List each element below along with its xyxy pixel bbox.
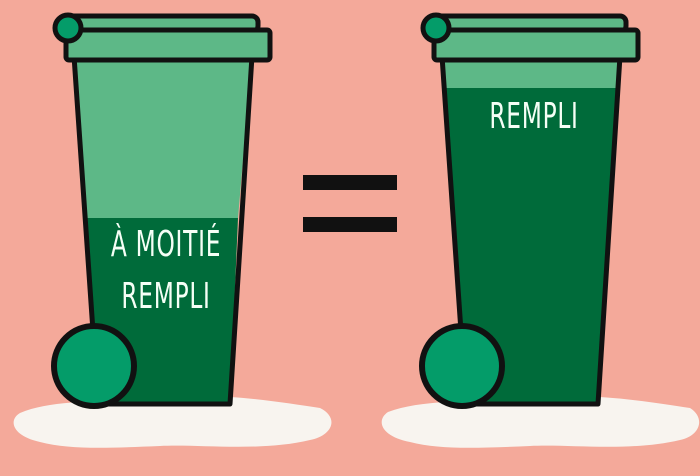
equals-bar-top — [303, 175, 397, 190]
right-bin-wheel — [419, 323, 505, 409]
right-bin — [419, 12, 641, 409]
right-bin-body-fill — [444, 88, 618, 404]
equals-bar-bottom — [303, 217, 397, 232]
left-bin-label-line-1: À MOITIÉ — [110, 224, 222, 265]
left-bin-shadow — [13, 396, 332, 448]
left-bin-wheel — [51, 323, 137, 409]
left-bin-hinge — [52, 12, 84, 44]
right-bin-label: REMPLI — [489, 96, 579, 137]
left-bin-lid-rim — [63, 27, 273, 63]
right-bin-body-empty — [442, 56, 620, 88]
equals-sign — [303, 175, 397, 232]
left-bin-label-line-2: REMPLI — [121, 276, 211, 317]
left-bin — [51, 12, 273, 409]
right-bin-hinge — [420, 12, 452, 44]
left-bin-body-empty — [74, 56, 252, 218]
right-bin-lid-rim — [431, 27, 641, 63]
right-bin-shadow — [381, 396, 700, 448]
